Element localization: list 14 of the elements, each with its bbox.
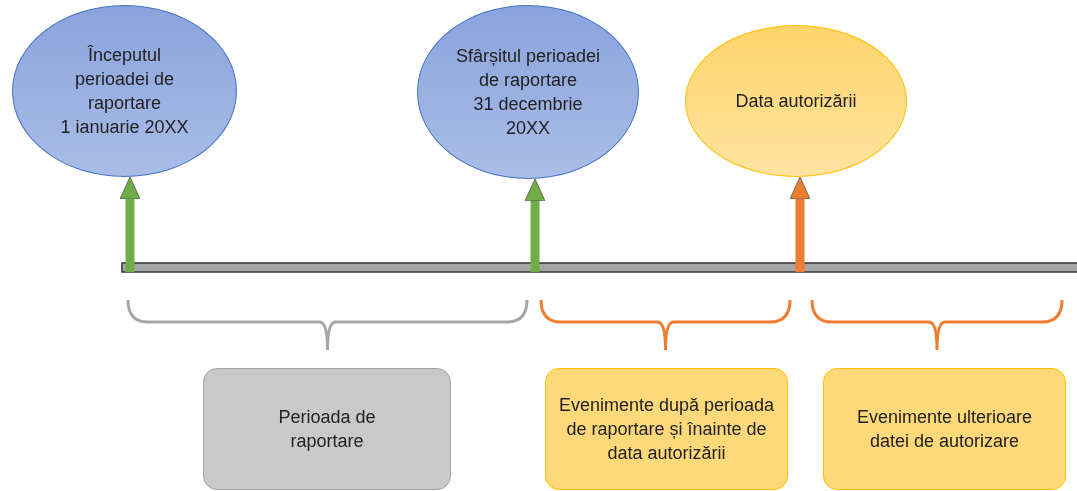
node-text: Sfârșitul perioadei de raportare <box>454 45 602 92</box>
arrow <box>524 178 546 272</box>
node-text: Data autorizării <box>735 90 857 113</box>
arrow <box>789 176 811 272</box>
node-text: Începutul perioadei de raportare <box>73 44 176 115</box>
rounded-box <box>545 368 788 490</box>
rounded-box <box>823 368 1066 490</box>
node-text: 1 ianuarie 20XX <box>60 116 189 139</box>
arrow <box>119 176 141 272</box>
node-text: Evenimente după perioada de raportare și înainte de data autorizării <box>557 394 776 465</box>
node-text: Evenimente ulterioare datei de autorizare <box>855 406 1034 453</box>
node-text: 31 decembrie 20XX <box>472 93 584 140</box>
node-text: Perioada de raportare <box>277 406 377 453</box>
rounded-box <box>203 368 451 490</box>
